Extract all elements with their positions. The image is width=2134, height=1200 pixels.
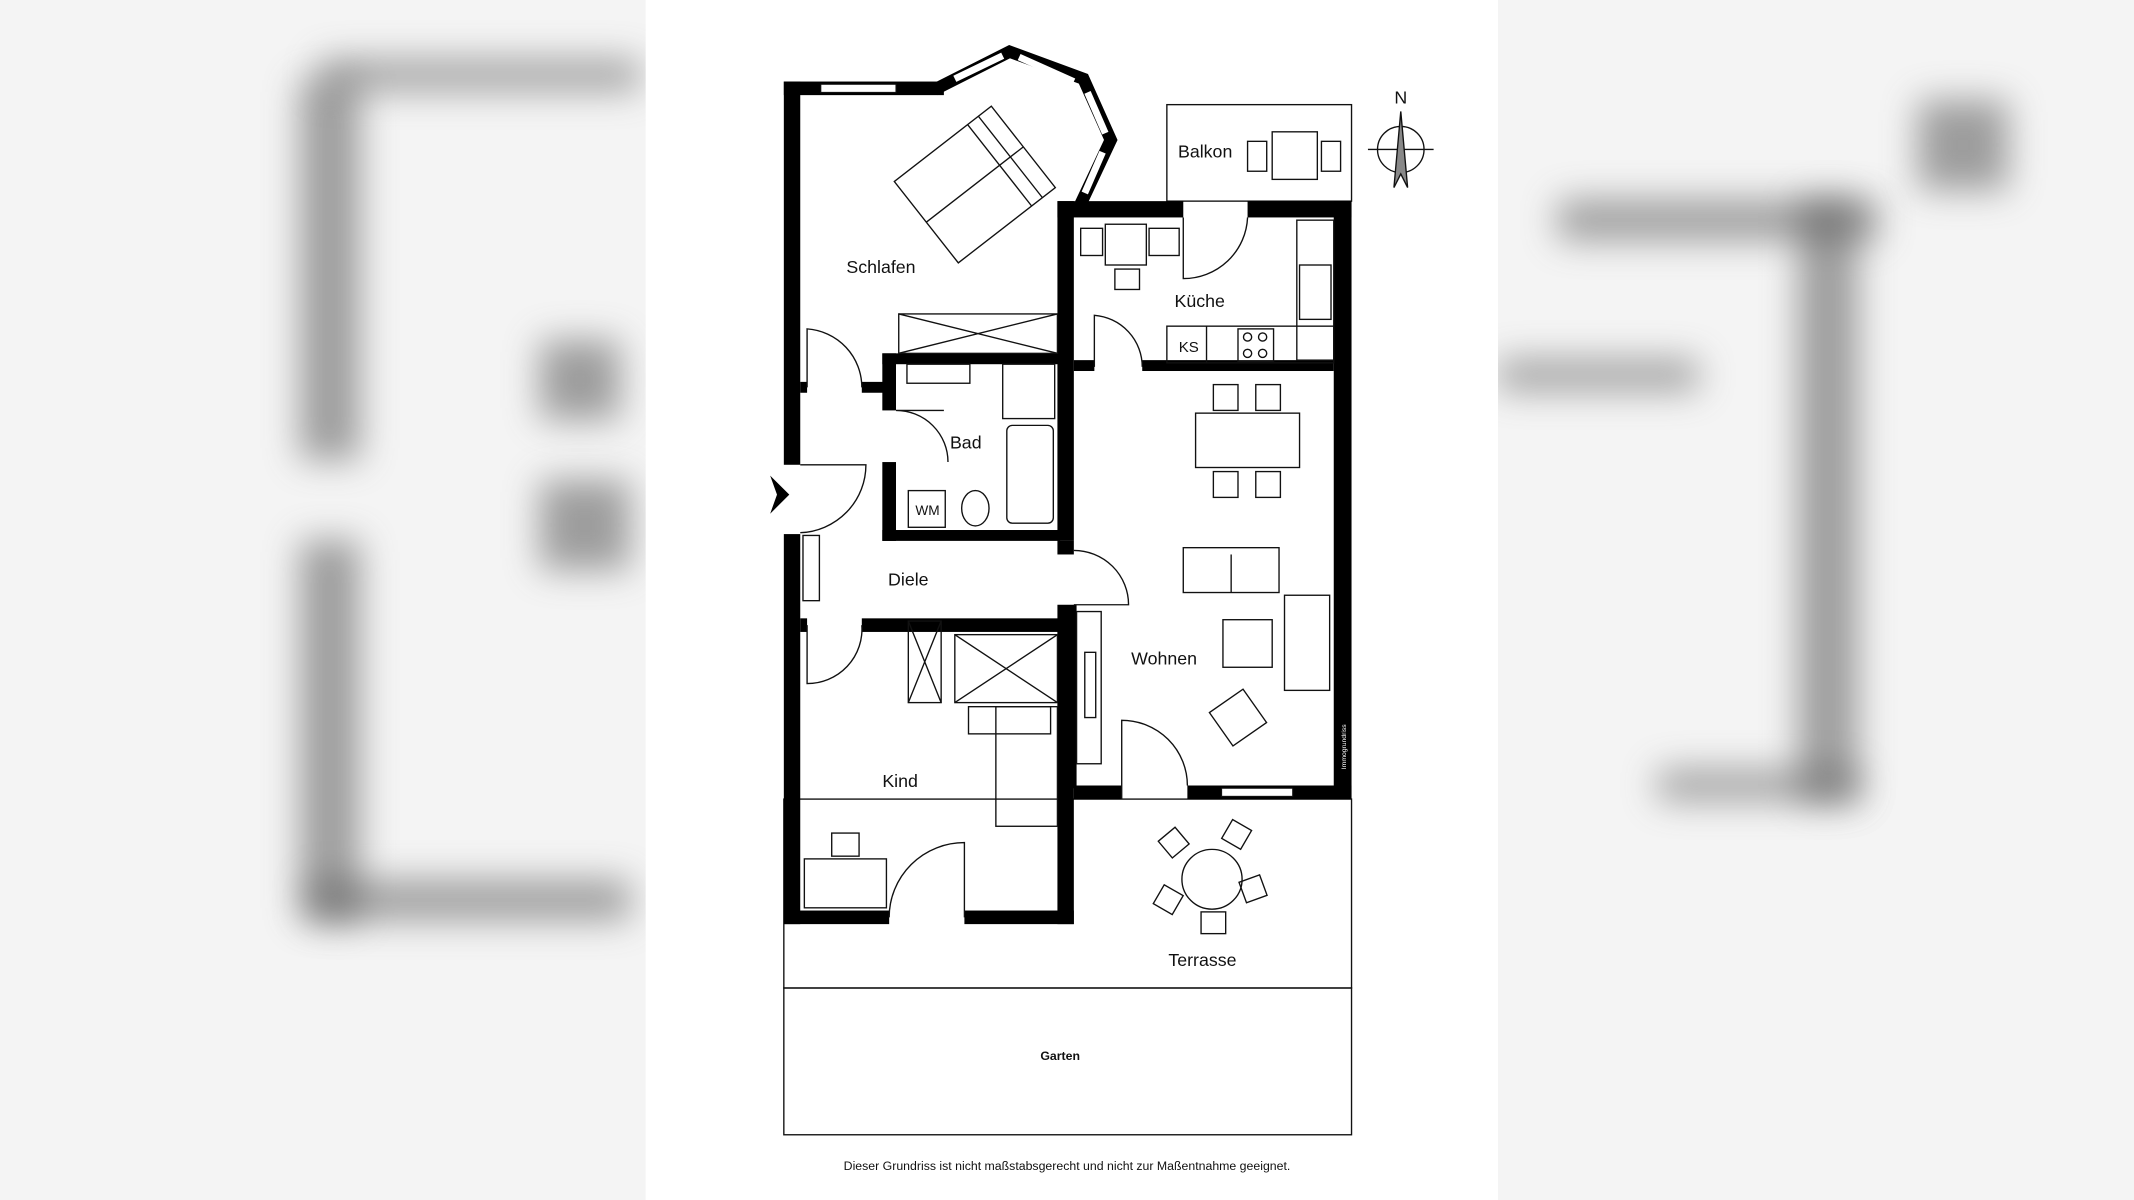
blurred-background-left bbox=[0, 0, 646, 1200]
kitchen-counter-icon bbox=[1296, 219, 1335, 361]
desk-icon bbox=[803, 858, 888, 909]
washing-machine-label: WM bbox=[915, 503, 939, 518]
shoe-cabinet-icon bbox=[802, 534, 821, 602]
walls bbox=[783, 44, 1352, 925]
dining-table-icon bbox=[1194, 412, 1301, 469]
tv-cabinet-icon bbox=[1075, 610, 1102, 765]
garden-area bbox=[783, 987, 1353, 1136]
double-bed-icon bbox=[893, 105, 1057, 264]
room-label-wohnen: Wohnen bbox=[1131, 649, 1197, 669]
stove-icon bbox=[1237, 328, 1275, 363]
room-label-bad: Bad bbox=[950, 433, 982, 453]
doors bbox=[800, 217, 1249, 918]
room-label-balkon: Balkon bbox=[1178, 142, 1232, 162]
washing-machine-icon bbox=[907, 489, 946, 528]
coffee-table-icon bbox=[1222, 619, 1273, 668]
sink-icon bbox=[1298, 264, 1332, 321]
blurred-background-right bbox=[1498, 0, 2134, 1200]
compass-north-label: N bbox=[1394, 87, 1407, 107]
room-label-schlafen: Schlafen bbox=[846, 257, 915, 277]
shower-icon bbox=[1002, 363, 1056, 420]
toilet-icon bbox=[960, 489, 990, 527]
room-label-diele: Diele bbox=[888, 570, 929, 590]
armchair-icon bbox=[1208, 688, 1268, 747]
wardrobe-icon bbox=[898, 313, 1059, 355]
entrance-arrow-icon bbox=[770, 475, 790, 514]
bathtub-icon bbox=[1006, 424, 1055, 524]
kitchen-table-icon bbox=[1104, 223, 1148, 266]
furniture bbox=[802, 105, 1434, 935]
sofa2-icon bbox=[1283, 594, 1331, 692]
compass-icon bbox=[1367, 111, 1434, 188]
watermark-text: Immogrundriss bbox=[1341, 724, 1348, 769]
terrace-table-icon bbox=[1181, 848, 1243, 910]
room-label-kueche: Küche bbox=[1174, 291, 1225, 311]
room-label-kind: Kind bbox=[882, 771, 918, 791]
disclaimer-text: Dieser Grundriss ist nicht maßstabsgerec… bbox=[844, 1159, 1291, 1173]
fridge-label: KS bbox=[1179, 339, 1199, 356]
balcony-table-icon bbox=[1271, 131, 1319, 181]
room-label-garten: Garten bbox=[1040, 1049, 1080, 1063]
room-label-terrasse: Terrasse bbox=[1168, 950, 1236, 970]
washbasin-icon bbox=[906, 363, 971, 384]
